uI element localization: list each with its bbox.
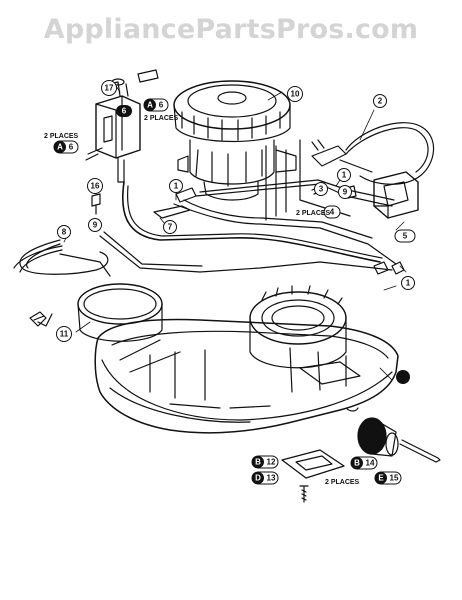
pump (85, 69, 159, 183)
svg-text:6: 6 (122, 107, 127, 116)
svg-text:8: 8 (62, 228, 67, 237)
tag-D13: D 13 (251, 471, 279, 485)
tag-A6-top: A 6 (143, 98, 169, 112)
callout-2: 2 (373, 94, 387, 108)
connectors (175, 185, 405, 275)
cord-set (19, 239, 109, 327)
motor-seat (249, 285, 347, 369)
fitting-16 (91, 193, 101, 215)
svg-text:15: 15 (390, 474, 399, 483)
svg-text:1: 1 (342, 171, 347, 180)
callout-B-housing (396, 370, 410, 384)
callout-9: 9 (88, 218, 102, 232)
svg-text:D: D (255, 474, 261, 483)
note-2-places-right: 2 PLACES (296, 210, 331, 217)
power-cord (311, 122, 435, 185)
svg-text:4: 4 (330, 208, 335, 217)
callout-11: 11 (56, 326, 72, 342)
callout-8: 8 (57, 225, 71, 239)
svg-text:B: B (354, 459, 360, 468)
note-2-places-bottom: 2 PLACES (325, 479, 360, 486)
motor (173, 80, 297, 201)
screw (299, 485, 309, 503)
svg-text:B: B (255, 458, 261, 467)
svg-text:2: 2 (378, 97, 383, 106)
svg-text:16: 16 (91, 182, 100, 191)
svg-text:14: 14 (366, 459, 375, 468)
axle (399, 439, 441, 463)
tag-B14: B 14 (350, 456, 378, 470)
bottom-plate (281, 449, 345, 479)
tag-6-small: 6 (116, 105, 132, 117)
svg-text:1: 1 (174, 182, 179, 191)
callout-1a: 1 (169, 179, 183, 193)
svg-text:12: 12 (267, 458, 276, 467)
svg-text:6: 6 (69, 143, 74, 152)
callout-17: 17 (101, 80, 117, 96)
tag-B12: B 12 (251, 455, 279, 469)
callout-7: 7 (163, 220, 177, 234)
svg-text:A: A (57, 143, 63, 152)
svg-text:1: 1 (406, 279, 411, 288)
svg-text:9: 9 (93, 221, 98, 230)
svg-text:7: 7 (168, 223, 173, 232)
callout-16: 16 (87, 178, 103, 194)
tag-4: 4 (323, 205, 341, 219)
watermark: AppliancePartsPros.com (43, 14, 419, 45)
tag-5: 5 (394, 229, 416, 243)
callout-1b: 1 (337, 168, 351, 182)
note-2-places-top: 2 PLACES (144, 115, 179, 122)
svg-text:A: A (147, 101, 153, 110)
svg-text:5: 5 (403, 232, 408, 241)
hose-ring (33, 283, 163, 342)
svg-text:E: E (378, 474, 384, 483)
tag-A6-left: A 6 (53, 140, 79, 154)
tag-E15: E 15 (374, 471, 402, 485)
callout-1c: 1 (401, 276, 415, 290)
callout-10: 10 (287, 86, 303, 102)
svg-text:9: 9 (343, 188, 348, 197)
svg-text:13: 13 (267, 474, 276, 483)
callout-9b: 9 (338, 185, 352, 199)
svg-text:6: 6 (159, 101, 164, 110)
callout-3: 3 (314, 182, 328, 196)
tubing (13, 139, 397, 277)
svg-text:3: 3 (319, 185, 324, 194)
note-2-places-left: 2 PLACES (44, 133, 79, 140)
switch (373, 171, 419, 219)
svg-text:10: 10 (291, 90, 300, 99)
svg-text:17: 17 (105, 84, 114, 93)
base-housing (94, 318, 399, 434)
svg-text:11: 11 (60, 330, 69, 339)
roller-brush (357, 417, 399, 457)
